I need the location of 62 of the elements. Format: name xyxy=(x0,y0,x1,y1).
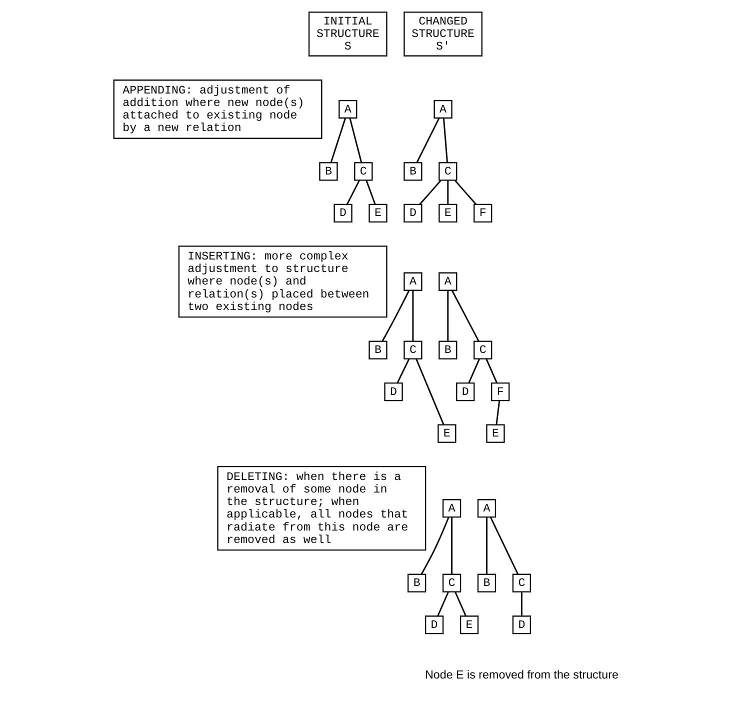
connector xyxy=(495,400,500,425)
node-box: A xyxy=(476,499,496,518)
node-box: B xyxy=(476,574,496,592)
node-box: D xyxy=(456,382,474,402)
connector xyxy=(416,118,440,163)
node-box: B xyxy=(368,340,387,360)
connector xyxy=(420,516,449,575)
node-box: A xyxy=(438,272,457,291)
connector xyxy=(446,180,448,204)
connector xyxy=(415,358,444,425)
node-box: F xyxy=(473,204,492,222)
connector xyxy=(520,592,522,616)
node-box: C xyxy=(512,574,531,592)
connector xyxy=(381,290,410,342)
node-box: E xyxy=(486,424,504,443)
connector xyxy=(436,592,448,616)
node-box: C xyxy=(438,162,457,181)
node-box: E xyxy=(459,616,478,634)
node-box: DELETING: when there is a removal of some node in the structure; when applicable, all nodes that radiate from this node are removed as well xyxy=(216,466,426,551)
connector xyxy=(450,290,479,342)
node-box: E xyxy=(437,424,456,443)
connector xyxy=(454,592,466,616)
node-box: D xyxy=(333,204,352,222)
node-box: CHANGED STRUCTURE S' xyxy=(403,12,482,56)
node-box: E xyxy=(368,204,387,222)
node-box: APPENDING: adjustment of addition where new node(s) attached to existing node by a new relation xyxy=(112,80,322,139)
connector xyxy=(468,358,480,384)
connector xyxy=(446,290,448,342)
connector xyxy=(450,517,452,574)
connector xyxy=(485,358,498,384)
label: Node E is removed from the structure xyxy=(424,668,618,682)
connector xyxy=(348,118,362,163)
node-box: D xyxy=(424,616,444,634)
node-box: A xyxy=(442,499,461,518)
node-box: INITIAL STRUCTURE S xyxy=(308,12,387,56)
node-box: D xyxy=(403,204,422,222)
node-box: C xyxy=(354,162,372,181)
node-box: B xyxy=(403,162,422,181)
node-box: A xyxy=(338,100,357,119)
connector xyxy=(396,358,410,384)
node-box: B xyxy=(407,574,426,592)
connector xyxy=(346,180,360,205)
node-box: E xyxy=(438,204,457,222)
node-box: C xyxy=(403,340,422,360)
node-box: A xyxy=(433,100,452,119)
node-box: D xyxy=(384,382,402,402)
connector xyxy=(412,290,414,342)
connector xyxy=(486,517,487,574)
node-box: F xyxy=(490,382,510,402)
node-box: INSERTING: more complex adjustment to structure where node(s) and relation(s) placed between two existing nodes xyxy=(178,246,387,318)
connector xyxy=(330,118,346,163)
node-box: A xyxy=(403,272,422,291)
node-box: C xyxy=(473,340,492,360)
node-box: D xyxy=(512,616,531,634)
connector xyxy=(454,180,476,205)
node-box: C xyxy=(442,574,461,592)
node-box: B xyxy=(318,162,338,181)
connector xyxy=(418,180,441,205)
node-box: B xyxy=(438,340,457,360)
connector xyxy=(489,516,518,574)
connector xyxy=(442,118,448,162)
connector xyxy=(365,180,376,205)
